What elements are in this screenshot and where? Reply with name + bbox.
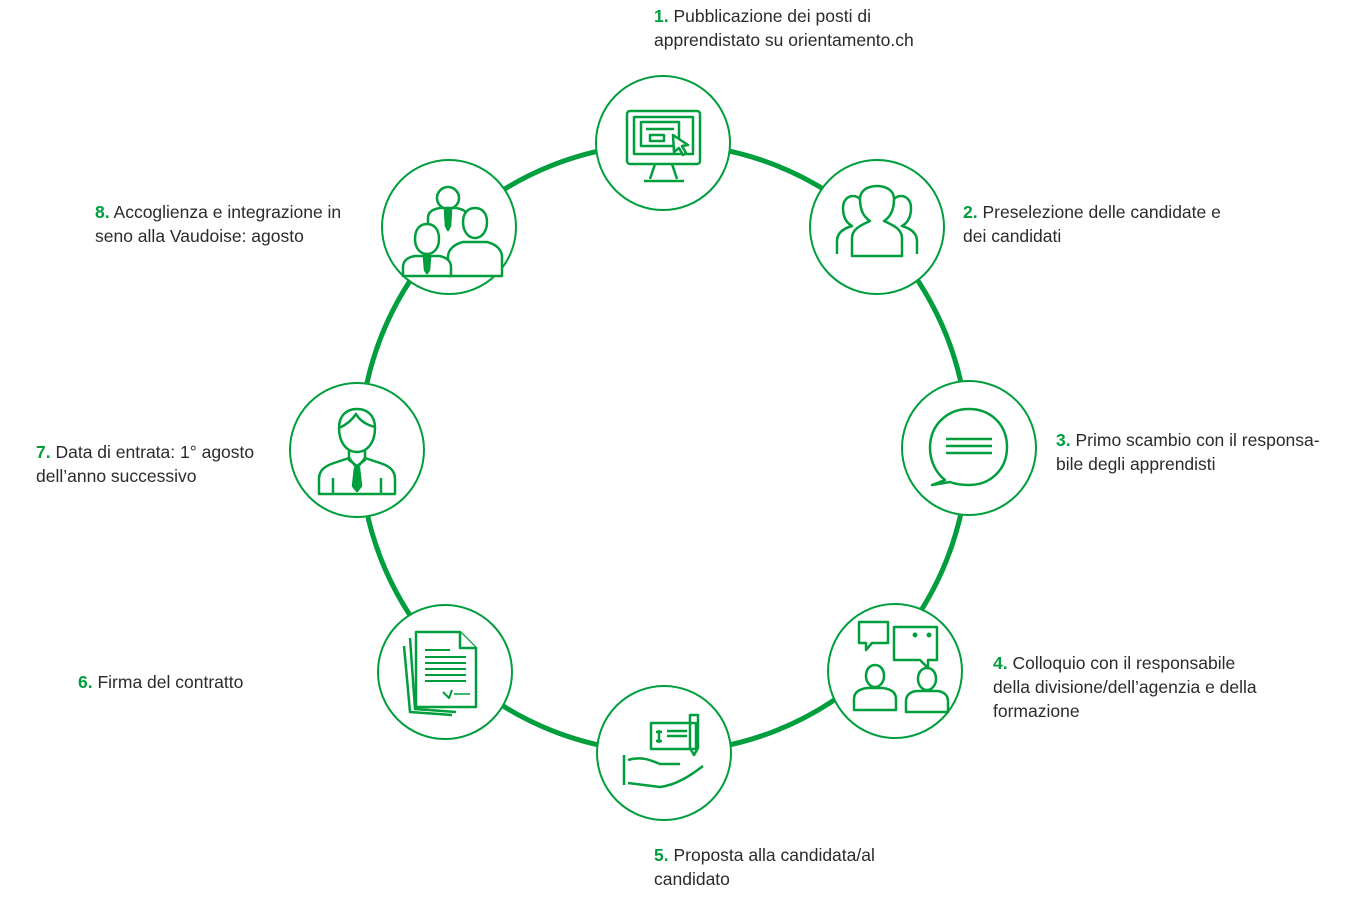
step-1-circle [595,75,731,211]
hand-cheque-icon [622,713,704,789]
people-group-icon [835,184,919,258]
step-1-line-2: apprendistato su orientamento.ch [654,30,914,50]
employee-icon [317,407,397,496]
step-5-line-2: candidato [654,869,730,889]
conversation-icon [852,620,950,714]
step-1-number: 1. [654,6,669,26]
step-3-circle [901,380,1037,516]
step-8-node [381,159,517,295]
step-5-circle [596,685,732,821]
step-8-number: 8. [95,202,110,222]
step-7-number: 7. [36,442,51,462]
contract-documents-icon [402,630,478,717]
step-8-line-2: seno alla Vaudoise: agosto [95,226,304,246]
step-1-line-1: Pubblicazione dei posti di [673,6,871,26]
step-1-node [595,75,731,211]
step-8-label: 8. Accoglienza e integrazione in seno al… [95,200,385,248]
step-6-label: 6. Firma del contratto [78,670,338,694]
step-5-node [596,685,732,821]
step-6-line-1: Firma del contratto [97,672,244,692]
step-2-line-2: dei candidati [963,226,1062,246]
step-3-number: 3. [1056,430,1071,450]
step-2-node [809,159,945,295]
step-6-node [377,604,513,740]
step-7-line-2: dell’anno successivo [36,466,197,486]
step-3-node [901,380,1037,516]
monitor-click-icon [625,109,702,183]
step-4-label: 4. Colloquio con il responsabile della d… [993,651,1333,723]
step-2-number: 2. [963,202,978,222]
step-6-number: 6. [78,672,93,692]
step-3-line-1: Primo scambio con il responsa- [1075,430,1320,450]
step-3-line-2: bile degli apprendisti [1056,454,1216,474]
step-4-node [827,603,963,739]
step-4-line-3: formazione [993,701,1080,721]
step-2-label: 2. Preselezione delle candidate e dei ca… [963,200,1283,248]
step-7-circle [289,382,425,518]
step-7-label: 7. Data di entrata: 1° agosto dell’anno … [36,440,286,488]
team-icon [401,185,504,278]
step-2-line-1: Preselezione delle candidate e [982,202,1221,222]
step-4-line-2: della divisione/dell’agenzia e della [993,677,1257,697]
step-4-number: 4. [993,653,1008,673]
step-4-line-1: Colloquio con il responsabile [1012,653,1236,673]
speech-bubble-icon [928,407,1009,487]
step-5-label: 5. Proposta alla candidata/al candidato [654,843,954,891]
step-7-line-1: Data di entrata: 1° agosto [55,442,255,462]
step-8-line-1: Accoglienza e integrazione in [113,202,342,222]
step-1-label: 1. Pubblicazione dei posti di apprendist… [654,4,974,52]
step-3-label: 3. Primo scambio con il responsa- bile d… [1056,428,1346,476]
step-5-line-1: Proposta alla candidata/al [673,845,875,865]
step-7-node [289,382,425,518]
step-5-number: 5. [654,845,669,865]
step-4-circle [827,603,963,739]
